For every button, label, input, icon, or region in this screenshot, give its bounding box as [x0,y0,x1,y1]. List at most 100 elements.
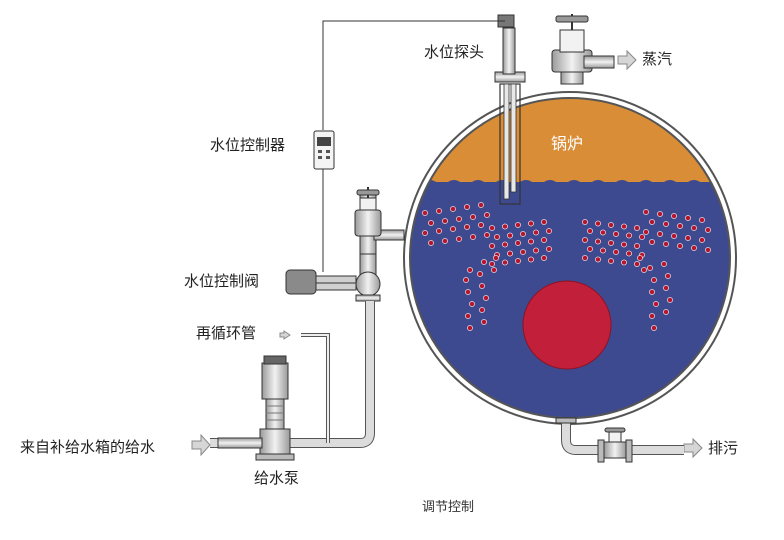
steam-bubble [608,222,614,228]
steam-bubble [467,325,473,331]
steam-bubble [479,283,485,289]
steam-bubble [699,217,705,223]
pump-base [255,453,295,461]
steam-bubble [649,289,655,295]
steam-bubble [649,313,655,319]
steam-bubble [463,277,469,283]
steam-bubble [520,249,526,255]
label-recirculation-pipe: 再循环管 [196,324,257,342]
label-boiler: 锅炉 [551,134,584,153]
steam-bubble [639,234,645,240]
steam-bubble [587,246,593,252]
steam-bubble [450,226,456,232]
pump-casing [259,428,291,456]
boiler-vessel [403,91,737,425]
steam-bubble [665,273,671,279]
steam-bubble [436,208,442,214]
probe-rod-right [510,83,517,193]
steam-bubble [595,238,601,245]
probe-body [502,27,516,75]
steam-bubble [507,250,513,257]
steam-bubble [663,241,669,247]
steam-bubble [422,230,428,236]
steam-bubble [661,261,667,267]
steam-bubble [663,285,669,291]
label-supply-water: 来自补给水箱的给水 [20,438,156,456]
steam-bubble [621,241,627,248]
steam-bubble [608,258,614,264]
steam-bubble [484,212,490,218]
label-blowdown: 排污 [708,439,739,457]
steam-bubble [626,232,632,239]
pump-icon [255,355,295,461]
steam-bubble [582,237,588,243]
label-water-level-controller: 水位控制器 [210,136,286,154]
steam-bubble [613,231,619,237]
control-valve-actuator [285,269,317,295]
steam-bubble [600,229,606,236]
probe-rod-left [503,83,510,200]
steam-bubble [691,225,697,231]
steam-bubble [671,233,677,239]
steam-bubble [422,210,428,216]
blowdown-assembly [555,417,684,463]
steam-bubble [481,259,487,265]
steam-bubble [595,256,601,263]
blowdown-valve-bonnet [608,431,622,443]
recirculation-pipe-outline [301,333,330,443]
blowdown-valve-handwheel [604,427,626,433]
blowdown-valve-flange-2 [625,439,633,463]
feed-shutoff-valve [354,187,405,255]
steam-bubble [464,204,470,210]
controller-key-1 [318,150,322,153]
steam-bubble [647,265,653,271]
steam-bubble [515,222,521,228]
steam-bubble [515,240,521,246]
steam-bubble [663,309,669,315]
steam-bubble [494,234,500,240]
arrow-right-icon [617,49,637,71]
blowdown-flange [555,417,577,424]
steam-bubble [643,209,649,215]
steam-bubble [608,240,614,246]
shutoff-valve-body [354,209,382,237]
steam-bubble [469,301,475,307]
steam-bubble [442,238,448,244]
steam-bubble [479,307,485,313]
control-valve-body [355,271,381,297]
steam-bubble [481,319,487,325]
water-level-probe [494,14,526,205]
steam-bubble [528,256,534,263]
steam-bubble [595,220,601,227]
steam-bubble [634,243,640,249]
steam-bubble [582,219,588,225]
feed-pipe [210,301,374,447]
steam-bubble [533,247,539,254]
steam-bubble [613,249,619,255]
feed-pipe-outline [210,301,375,448]
steam-bubble [685,215,691,221]
steam-bubble [436,228,442,234]
controller-key-3 [318,156,322,159]
steam-bubble [641,267,647,273]
steam-bubble [491,267,497,273]
steam-bubble [663,221,669,227]
steam-bubble [634,225,640,231]
steam-bubble [520,231,526,237]
steam-bubble [467,267,473,273]
steam-bubble [582,255,588,261]
steam-bubble [428,240,434,246]
steam-bubble [464,224,470,230]
steam-bubble [502,241,508,248]
steam-bubble [478,222,484,228]
arrow-right-icon [191,433,211,457]
control-valve-flange [355,294,381,302]
steam-bubble [489,225,495,231]
pump-stages [265,398,285,430]
steam-bubble [677,243,683,249]
controller-key-4 [326,156,330,159]
steam-bubble [699,237,705,243]
steam-bubble [637,255,643,261]
steam-bubble [428,220,434,226]
